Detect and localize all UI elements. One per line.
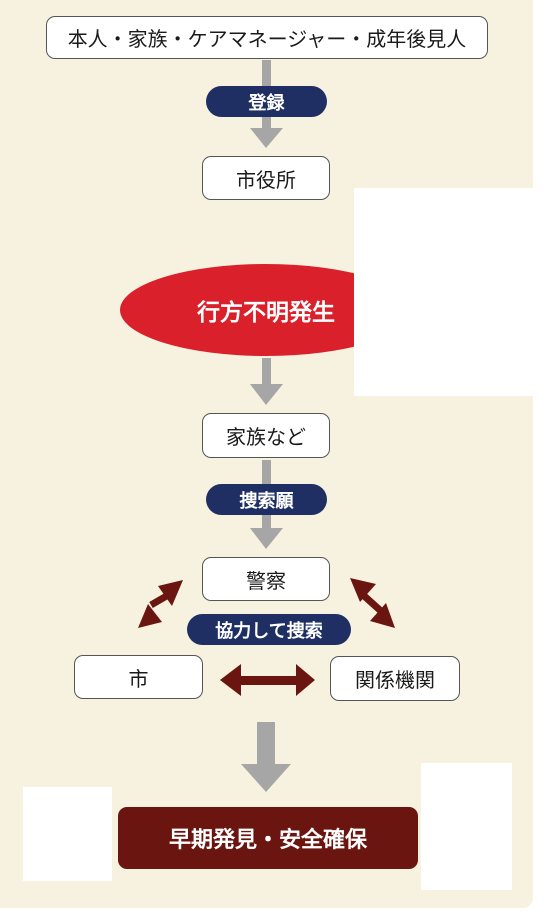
node-family: 家族など (202, 413, 330, 458)
arrow-down-2 (250, 358, 283, 405)
arrow-police-agencies (350, 578, 395, 628)
node-top: 本人・家族・ケアマネージャー・成年後見人 (46, 16, 488, 59)
white-mask-left (23, 787, 112, 881)
arrow-city-agencies (220, 664, 315, 696)
arrow-down-big (241, 722, 291, 792)
white-mask-bottom-right (421, 763, 512, 890)
label-register: 登録 (206, 86, 327, 117)
white-mask-right (354, 188, 534, 396)
node-result: 早期発見・安全確保 (118, 807, 418, 869)
label-cooperate: 協力して捜索 (187, 614, 351, 645)
node-city: 市 (74, 655, 203, 699)
label-search-request: 捜索願 (206, 484, 327, 515)
node-city-office: 市役所 (202, 156, 330, 200)
node-police: 警察 (202, 557, 330, 601)
node-agencies: 関係機関 (330, 656, 460, 701)
arrow-police-city (138, 580, 183, 628)
